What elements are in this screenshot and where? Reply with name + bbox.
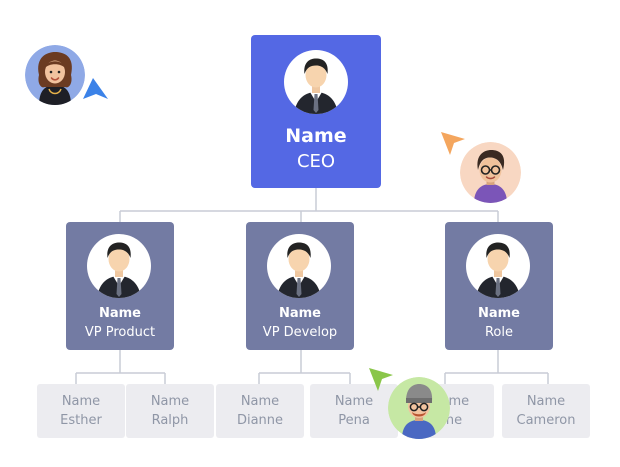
report-name: Name bbox=[150, 394, 190, 409]
vp-role: VP Product bbox=[84, 325, 156, 340]
report-card-pena[interactable]: Name Pena bbox=[310, 384, 398, 438]
person-avatar-icon bbox=[87, 234, 151, 298]
report-name: Name bbox=[334, 394, 374, 409]
ceo-role: CEO bbox=[296, 151, 336, 172]
ceo-name: Name bbox=[285, 125, 347, 147]
person-avatar-icon bbox=[284, 50, 348, 114]
report-role: Pena bbox=[338, 413, 370, 428]
report-name: Name bbox=[240, 394, 280, 409]
report-card-dianne[interactable]: Name Dianne bbox=[216, 384, 304, 438]
vp-name: Name bbox=[278, 306, 321, 321]
person-avatar-icon bbox=[267, 234, 331, 298]
collaborator-cursor-icon bbox=[369, 368, 393, 391]
person-avatar-icon bbox=[466, 234, 530, 298]
user-avatar-glasses-woman-icon bbox=[460, 142, 521, 203]
report-card-esther[interactable]: Name Esther bbox=[37, 384, 125, 438]
user-avatar-beanie-man-icon bbox=[388, 377, 450, 439]
report-role: Ralph bbox=[151, 413, 189, 428]
report-name: Name bbox=[61, 394, 101, 409]
vp-name: Name bbox=[98, 306, 141, 321]
vp-role: VP Develop bbox=[262, 325, 338, 340]
report-card-ralph[interactable]: Name Ralph bbox=[126, 384, 214, 438]
report-name: Name bbox=[526, 394, 566, 409]
report-card-cameron[interactable]: Name Cameron bbox=[502, 384, 590, 438]
vp-name: Name bbox=[477, 306, 520, 321]
report-role: Dianne bbox=[236, 413, 284, 428]
report-role: Cameron bbox=[516, 413, 576, 428]
vp-card-product[interactable]: Name VP Product bbox=[66, 222, 174, 350]
user-avatar-woman-icon bbox=[25, 45, 85, 105]
report-role: Esther bbox=[60, 413, 102, 428]
collaborator-cursor-icon bbox=[441, 132, 465, 155]
collaborator-cursor-icon bbox=[83, 78, 108, 99]
vp-role: Role bbox=[484, 325, 513, 340]
ceo-card[interactable]: Name CEO bbox=[251, 35, 381, 188]
vp-card-role[interactable]: Name Role bbox=[445, 222, 553, 350]
vp-card-develop[interactable]: Name VP Develop bbox=[246, 222, 354, 350]
